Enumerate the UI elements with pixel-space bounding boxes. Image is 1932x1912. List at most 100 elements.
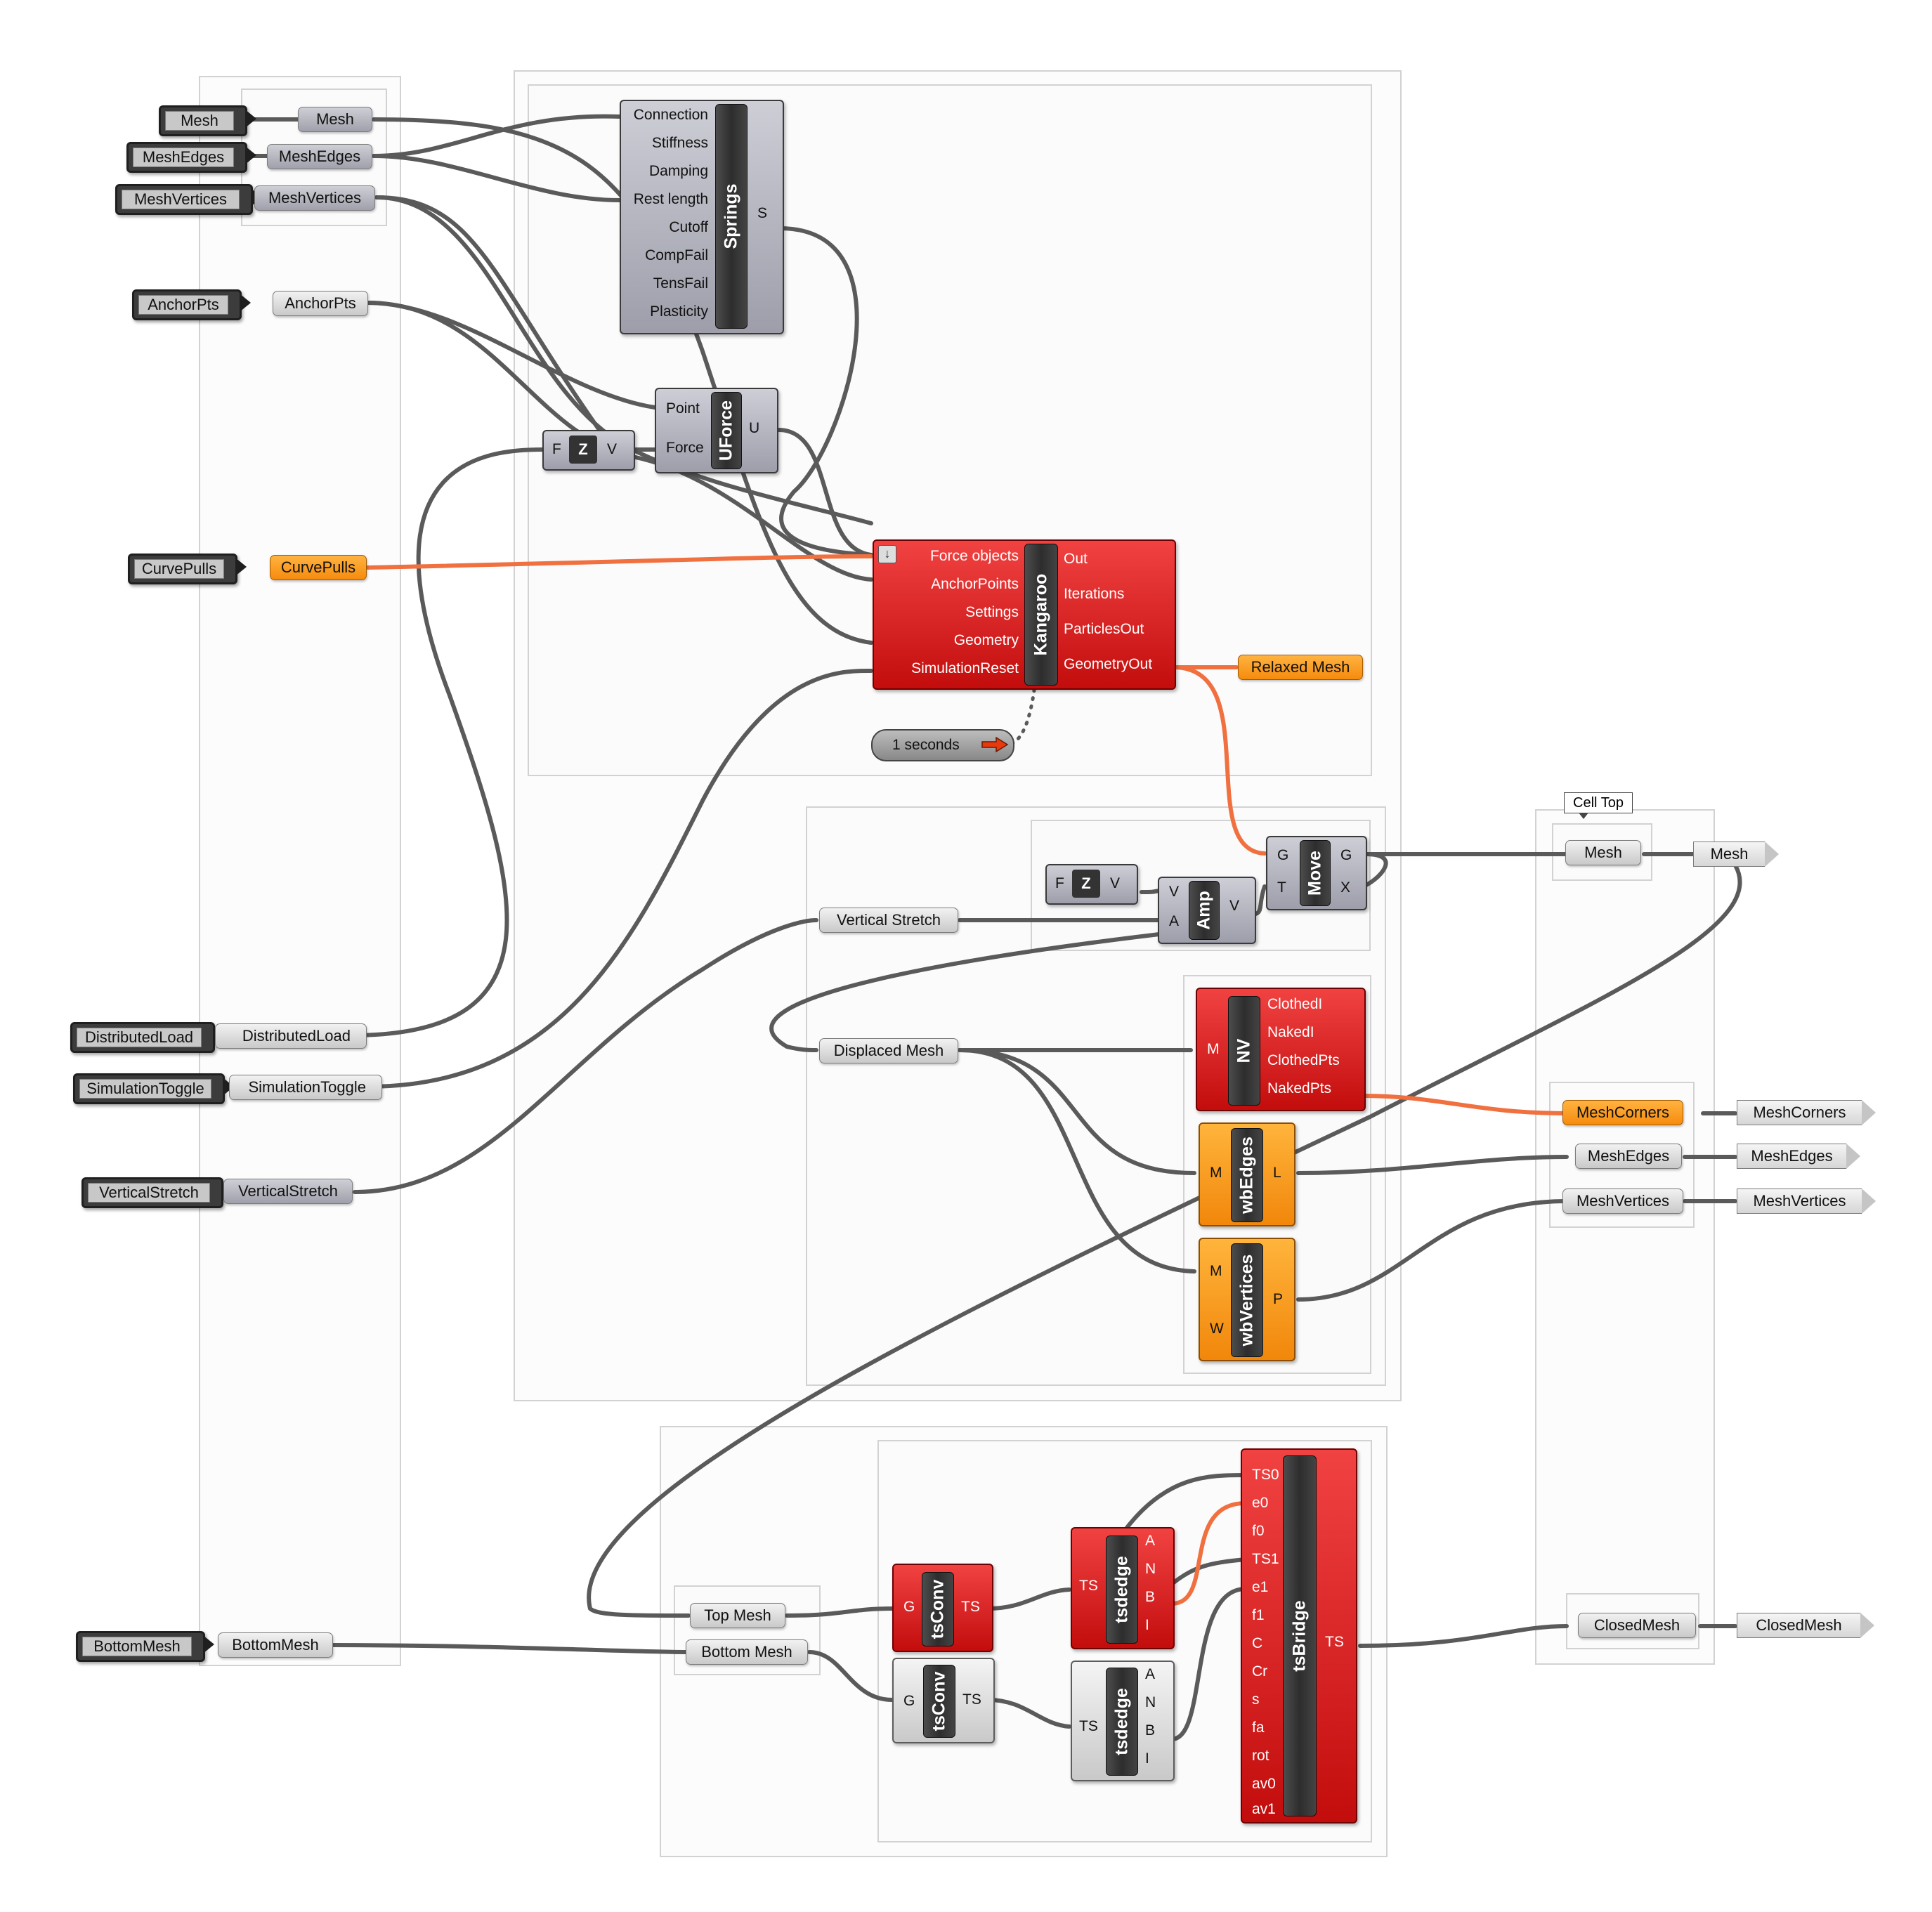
param-cell-mesh-vertices[interactable]: MeshVertices: [1562, 1189, 1683, 1214]
nv-output-nakedi[interactable]: NakedI: [1267, 1024, 1314, 1040]
tsbridge-input-rot[interactable]: rot: [1252, 1748, 1269, 1764]
wbvertices-input-m[interactable]: M: [1210, 1263, 1222, 1279]
wbvertices-output-p[interactable]: P: [1273, 1291, 1284, 1307]
tsdedge-output-i[interactable]: I: [1145, 1617, 1149, 1633]
springs-input-rest-length[interactable]: Rest length: [633, 191, 708, 207]
amp-input-v[interactable]: V: [1169, 884, 1180, 900]
tsdedge-component-2[interactable]: tsdedge TS A N B I: [1071, 1661, 1175, 1781]
param-distributed-load[interactable]: DistributedLoad: [215, 1023, 367, 1049]
unit-z-input-f[interactable]: F: [552, 441, 561, 457]
nv-output-clothedi[interactable]: ClothedI: [1267, 996, 1323, 1012]
tsbridge-input-e0[interactable]: e0: [1252, 1495, 1269, 1511]
tsbridge-input-fa[interactable]: fa: [1252, 1720, 1265, 1736]
output-closed-mesh[interactable]: ClosedMesh: [1737, 1613, 1874, 1638]
kangaroo-input-settings[interactable]: Settings: [965, 604, 1019, 620]
input-anchor-pts[interactable]: AnchorPts: [132, 289, 251, 320]
springs-input-plasticity[interactable]: Plasticity: [650, 303, 708, 320]
param-anchor-pts[interactable]: AnchorPts: [273, 291, 368, 316]
kangaroo-output-particles-out[interactable]: ParticlesOut: [1064, 621, 1144, 637]
input-bottom-mesh[interactable]: BottomMesh: [76, 1631, 214, 1662]
move-component[interactable]: Move G T G X: [1266, 836, 1367, 910]
kangaroo-output-out[interactable]: Out: [1064, 551, 1088, 567]
param-bottom-mesh-2[interactable]: Bottom Mesh: [686, 1639, 808, 1665]
param-vertical-stretch-2[interactable]: Vertical Stretch: [819, 908, 958, 933]
unit-z-component-2[interactable]: F Z V: [1045, 864, 1138, 905]
tsdedge-output-n[interactable]: N: [1145, 1561, 1156, 1577]
springs-component[interactable]: Springs Connection Stiffness Damping Res…: [620, 100, 784, 334]
uforce-output-u[interactable]: U: [749, 420, 760, 436]
kangaroo-output-iterations[interactable]: Iterations: [1064, 586, 1125, 602]
uforce-component[interactable]: UForce Point Force U: [655, 388, 778, 473]
springs-input-damping[interactable]: Damping: [648, 163, 708, 179]
tsdedge-component[interactable]: tsdedge TS A N B I: [1071, 1527, 1175, 1649]
param-bottom-mesh[interactable]: BottomMesh: [218, 1632, 333, 1658]
uforce-input-force[interactable]: Force: [666, 440, 704, 456]
tsconv-2-input-g[interactable]: G: [903, 1693, 915, 1709]
kangaroo-input-simulation-reset[interactable]: SimulationReset: [911, 660, 1019, 676]
unit-z-output-v[interactable]: V: [607, 441, 618, 457]
springs-output-s[interactable]: S: [757, 205, 768, 221]
tsbridge-input-av0[interactable]: av0: [1252, 1776, 1276, 1792]
tsconv-component[interactable]: tsConv G TS: [892, 1564, 993, 1652]
param-displaced-mesh[interactable]: Displaced Mesh: [819, 1038, 958, 1063]
param-cell-mesh-edges[interactable]: MeshEdges: [1575, 1144, 1682, 1169]
input-mesh-edges[interactable]: MeshEdges: [126, 142, 256, 173]
tsconv-2-output-ts[interactable]: TS: [962, 1691, 981, 1708]
param-cell-mesh[interactable]: Mesh: [1565, 840, 1641, 865]
springs-input-stiffness[interactable]: Stiffness: [651, 135, 708, 151]
tsbridge-input-f1[interactable]: f1: [1252, 1607, 1265, 1623]
param-mesh-edges[interactable]: MeshEdges: [267, 144, 372, 169]
tsconv-component-2[interactable]: tsConv G TS: [892, 1658, 995, 1743]
move-input-g[interactable]: G: [1277, 847, 1289, 863]
tsdedge-2-input-ts[interactable]: TS: [1079, 1718, 1098, 1734]
param-mesh-vertices[interactable]: MeshVertices: [254, 185, 375, 211]
input-distributed-load[interactable]: DistributedLoad: [70, 1022, 224, 1053]
move-output-x[interactable]: X: [1340, 879, 1351, 896]
param-relaxed-mesh[interactable]: Relaxed Mesh: [1238, 655, 1363, 680]
tsbridge-input-av1[interactable]: av1: [1252, 1801, 1276, 1817]
tsbridge-component[interactable]: tsBridge TS0 e0 f0 TS1 e1 f1 C Cr s fa r…: [1241, 1448, 1357, 1823]
output-mesh[interactable]: Mesh: [1693, 842, 1779, 867]
tsbridge-input-ts1[interactable]: TS1: [1252, 1551, 1279, 1567]
wbvertices-component[interactable]: wbVertices M W P: [1199, 1238, 1295, 1361]
kangaroo-input-anchor-points[interactable]: AnchorPoints: [931, 576, 1019, 592]
uforce-input-point[interactable]: Point: [666, 400, 700, 417]
amp-output-v[interactable]: V: [1229, 898, 1240, 914]
input-mesh[interactable]: Mesh: [159, 105, 256, 136]
tsdedge-2-output-b[interactable]: B: [1145, 1722, 1156, 1739]
output-mesh-vertices[interactable]: MeshVertices: [1737, 1189, 1876, 1214]
nv-output-nakedpts[interactable]: NakedPts: [1267, 1080, 1332, 1096]
kangaroo-component[interactable]: ↓ Kangaroo Force objects AnchorPoints Se…: [873, 539, 1176, 690]
param-closed-mesh[interactable]: ClosedMesh: [1578, 1613, 1696, 1638]
unit-z-component[interactable]: F Z V: [542, 430, 635, 471]
unit-z-2-input-f[interactable]: F: [1055, 875, 1064, 891]
amp-input-a[interactable]: A: [1169, 913, 1180, 929]
unit-z-2-output-v[interactable]: V: [1110, 875, 1121, 891]
tsdedge-output-a[interactable]: A: [1145, 1533, 1156, 1549]
input-simulation-toggle[interactable]: SimulationToggle: [73, 1073, 234, 1104]
tsbridge-output-ts[interactable]: TS: [1325, 1634, 1344, 1650]
tsdedge-input-ts[interactable]: TS: [1079, 1578, 1098, 1594]
amplitude-component[interactable]: Amp V A V: [1158, 877, 1256, 944]
springs-input-cutoff[interactable]: Cutoff: [669, 219, 708, 235]
tsbridge-input-f0[interactable]: f0: [1252, 1523, 1265, 1539]
input-mesh-vertices[interactable]: MeshVertices: [115, 184, 262, 215]
nv-output-clothedpts[interactable]: ClothedPts: [1267, 1052, 1340, 1068]
tsdedge-2-output-a[interactable]: A: [1145, 1666, 1156, 1682]
tsbridge-input-cr[interactable]: Cr: [1252, 1663, 1268, 1679]
nv-input-m[interactable]: M: [1207, 1041, 1220, 1057]
timer-component[interactable]: 1 seconds: [871, 729, 1014, 761]
wbedges-component[interactable]: wbEdges M L: [1199, 1122, 1295, 1226]
tsbridge-input-e1[interactable]: e1: [1252, 1579, 1269, 1595]
tsbridge-input-ts0[interactable]: TS0: [1252, 1467, 1279, 1483]
param-simulation-toggle[interactable]: SimulationToggle: [229, 1075, 382, 1100]
move-input-t[interactable]: T: [1277, 879, 1286, 896]
tsdedge-2-output-n[interactable]: N: [1145, 1694, 1156, 1710]
naked-vertices-component[interactable]: NV M ClothedI NakedI ClothedPts NakedPts: [1196, 988, 1366, 1111]
tsconv-input-g[interactable]: G: [903, 1599, 915, 1615]
wbedges-output-l[interactable]: L: [1273, 1165, 1281, 1181]
output-mesh-edges[interactable]: MeshEdges: [1737, 1144, 1860, 1169]
input-vertical-stretch[interactable]: VerticalStretch: [81, 1177, 233, 1208]
tsbridge-input-c[interactable]: C: [1252, 1635, 1263, 1651]
kangaroo-input-force-objects[interactable]: Force objects: [929, 548, 1019, 564]
